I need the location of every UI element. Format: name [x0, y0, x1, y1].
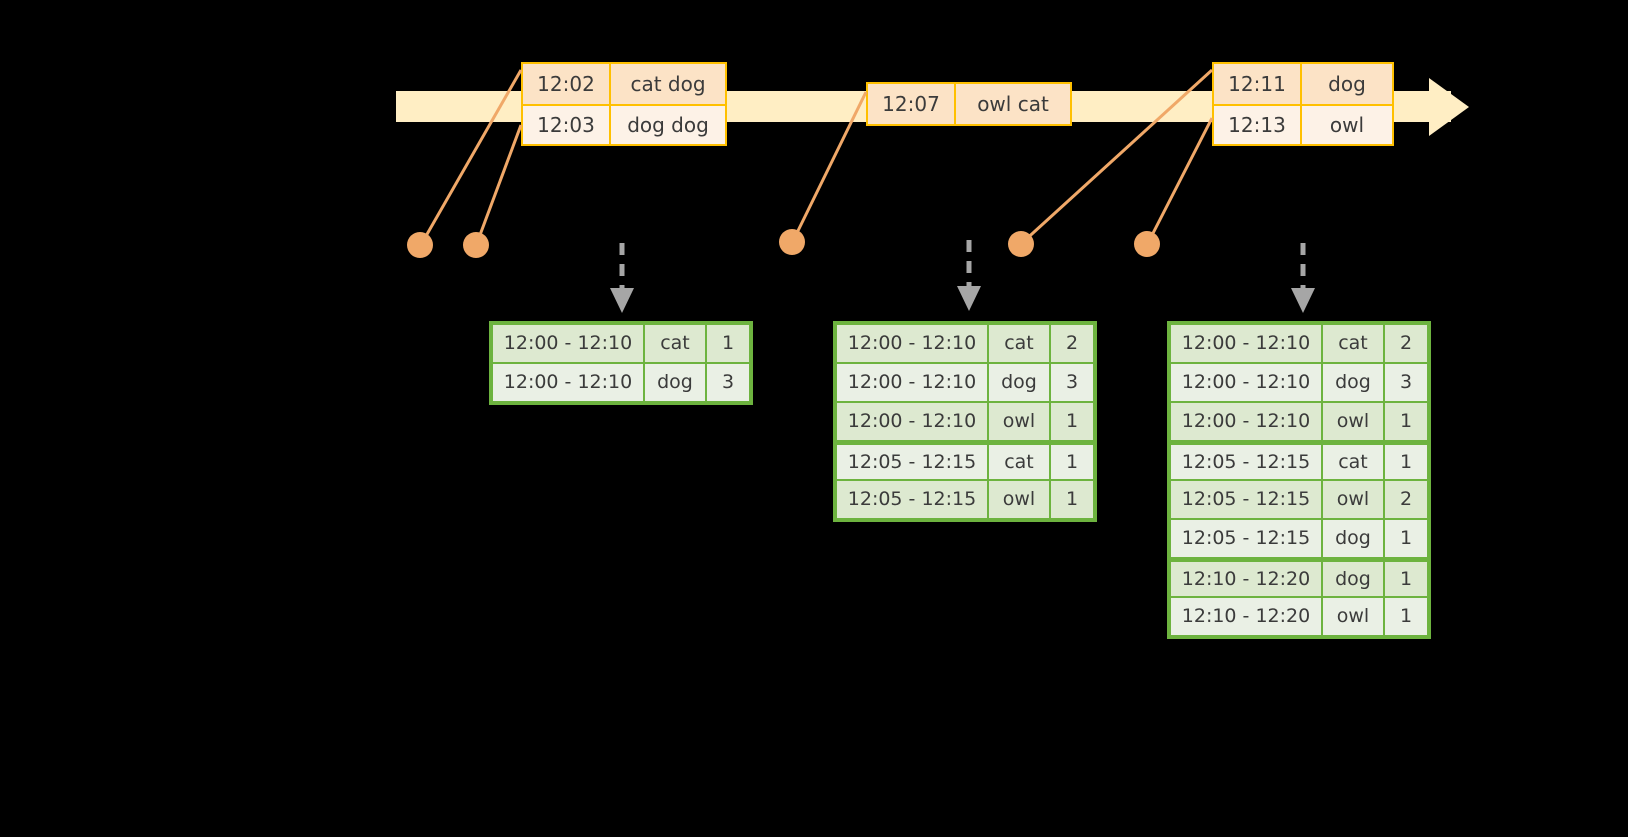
result-table-3[interactable]: 12:00 - 12:10 cat 2 12:00 - 12:10 dog 3 …: [1167, 321, 1431, 639]
event-words: cat dog: [611, 64, 725, 104]
count-cell: 3: [1050, 363, 1094, 402]
table-row[interactable]: 12:05 - 12:15 owl 1: [836, 480, 1094, 519]
connector-dot: [463, 232, 489, 258]
table-row[interactable]: 12:00 - 12:10 cat 2: [836, 324, 1094, 363]
window-cell: 12:00 - 12:10: [836, 402, 988, 441]
count-cell: 1: [706, 324, 750, 363]
event-time: 12:03: [523, 106, 611, 144]
table-row[interactable]: 12:00 - 12:10 dog 3: [492, 363, 750, 402]
event-group-1[interactable]: 12:02 cat dog 12:03 dog dog: [521, 62, 727, 146]
window-cell: 12:00 - 12:10: [1170, 402, 1322, 441]
key-cell: owl: [988, 402, 1050, 441]
count-cell: 2: [1384, 480, 1428, 519]
event-row[interactable]: 12:02 cat dog: [523, 64, 725, 104]
connector-dot: [779, 229, 805, 255]
key-cell: owl: [988, 480, 1050, 519]
window-cell: 12:05 - 12:15: [1170, 519, 1322, 558]
table-row[interactable]: 12:00 - 12:10 dog 3: [836, 363, 1094, 402]
result-table-1[interactable]: 12:00 - 12:10 cat 1 12:00 - 12:10 dog 3: [489, 321, 753, 405]
result-table-2[interactable]: 12:00 - 12:10 cat 2 12:00 - 12:10 dog 3 …: [833, 321, 1097, 522]
window-cell: 12:00 - 12:10: [836, 363, 988, 402]
event-row[interactable]: 12:13 owl: [1214, 104, 1392, 144]
key-cell: owl: [1322, 402, 1384, 441]
key-cell: dog: [1322, 561, 1384, 597]
count-cell: 1: [1050, 480, 1094, 519]
table-row[interactable]: 12:05 - 12:15 dog 1: [1170, 519, 1428, 558]
window-cell: 12:05 - 12:15: [1170, 444, 1322, 480]
table-row[interactable]: 12:00 - 12:10 dog 3: [1170, 363, 1428, 402]
table-row[interactable]: 12:00 - 12:10 owl 1: [1170, 402, 1428, 441]
event-row[interactable]: 12:11 dog: [1214, 64, 1392, 104]
connector-line: [1146, 117, 1214, 244]
event-time: 12:13: [1214, 106, 1302, 144]
count-cell: 1: [1384, 597, 1428, 636]
event-words: dog dog: [611, 106, 725, 144]
count-cell: 3: [1384, 363, 1428, 402]
table-row[interactable]: 12:00 - 12:10 owl 1: [836, 402, 1094, 441]
event-words: owl cat: [956, 84, 1070, 124]
table-row[interactable]: 12:05 - 12:15 cat 1: [1170, 441, 1428, 480]
down-arrow-icon: [610, 288, 634, 313]
count-cell: 2: [1384, 324, 1428, 363]
key-cell: cat: [644, 324, 706, 363]
down-arrow-heads: [610, 286, 1315, 313]
down-arrow-icon: [1291, 288, 1315, 313]
count-cell: 1: [1384, 561, 1428, 597]
table-row[interactable]: 12:10 - 12:20 dog 1: [1170, 558, 1428, 597]
event-row[interactable]: 12:07 owl cat: [868, 84, 1070, 124]
window-cell: 12:10 - 12:20: [1170, 597, 1322, 636]
table-row[interactable]: 12:00 - 12:10 cat 1: [492, 324, 750, 363]
connector-line: [475, 124, 523, 244]
connector-dot: [407, 232, 433, 258]
table-row[interactable]: 12:00 - 12:10 cat 2: [1170, 324, 1428, 363]
event-time: 12:07: [868, 84, 956, 124]
window-cell: 12:00 - 12:10: [492, 363, 644, 402]
count-cell: 1: [1050, 402, 1094, 441]
count-cell: 1: [1384, 444, 1428, 480]
window-cell: 12:05 - 12:15: [836, 480, 988, 519]
table-row[interactable]: 12:05 - 12:15 owl 2: [1170, 480, 1428, 519]
table-row[interactable]: 12:10 - 12:20 owl 1: [1170, 597, 1428, 636]
key-cell: cat: [988, 444, 1050, 480]
key-cell: dog: [1322, 363, 1384, 402]
window-cell: 12:00 - 12:10: [1170, 324, 1322, 363]
key-cell: cat: [1322, 444, 1384, 480]
count-cell: 2: [1050, 324, 1094, 363]
key-cell: cat: [1322, 324, 1384, 363]
event-group-3[interactable]: 12:11 dog 12:13 owl: [1212, 62, 1394, 146]
connector-dots: [407, 229, 1160, 258]
table-row[interactable]: 12:05 - 12:15 cat 1: [836, 441, 1094, 480]
window-cell: 12:10 - 12:20: [1170, 561, 1322, 597]
connector-dot: [1134, 231, 1160, 257]
event-words: owl: [1302, 106, 1392, 144]
key-cell: dog: [988, 363, 1050, 402]
key-cell: owl: [1322, 597, 1384, 636]
event-row[interactable]: 12:03 dog dog: [523, 104, 725, 144]
connector-dot: [1008, 231, 1034, 257]
window-cell: 12:00 - 12:10: [836, 324, 988, 363]
key-cell: dog: [644, 363, 706, 402]
event-time: 12:02: [523, 64, 611, 104]
event-group-2[interactable]: 12:07 owl cat: [866, 82, 1072, 126]
down-arrow-icon: [957, 286, 981, 311]
window-cell: 12:00 - 12:10: [492, 324, 644, 363]
count-cell: 1: [1384, 519, 1428, 558]
key-cell: dog: [1322, 519, 1384, 558]
key-cell: owl: [1322, 480, 1384, 519]
window-cell: 12:05 - 12:15: [1170, 480, 1322, 519]
count-cell: 1: [1050, 444, 1094, 480]
event-words: dog: [1302, 64, 1392, 104]
window-cell: 12:00 - 12:10: [1170, 363, 1322, 402]
right-arrow-icon: [1429, 78, 1469, 136]
key-cell: cat: [988, 324, 1050, 363]
event-time: 12:11: [1214, 64, 1302, 104]
window-cell: 12:05 - 12:15: [836, 444, 988, 480]
count-cell: 1: [1384, 402, 1428, 441]
count-cell: 3: [706, 363, 750, 402]
